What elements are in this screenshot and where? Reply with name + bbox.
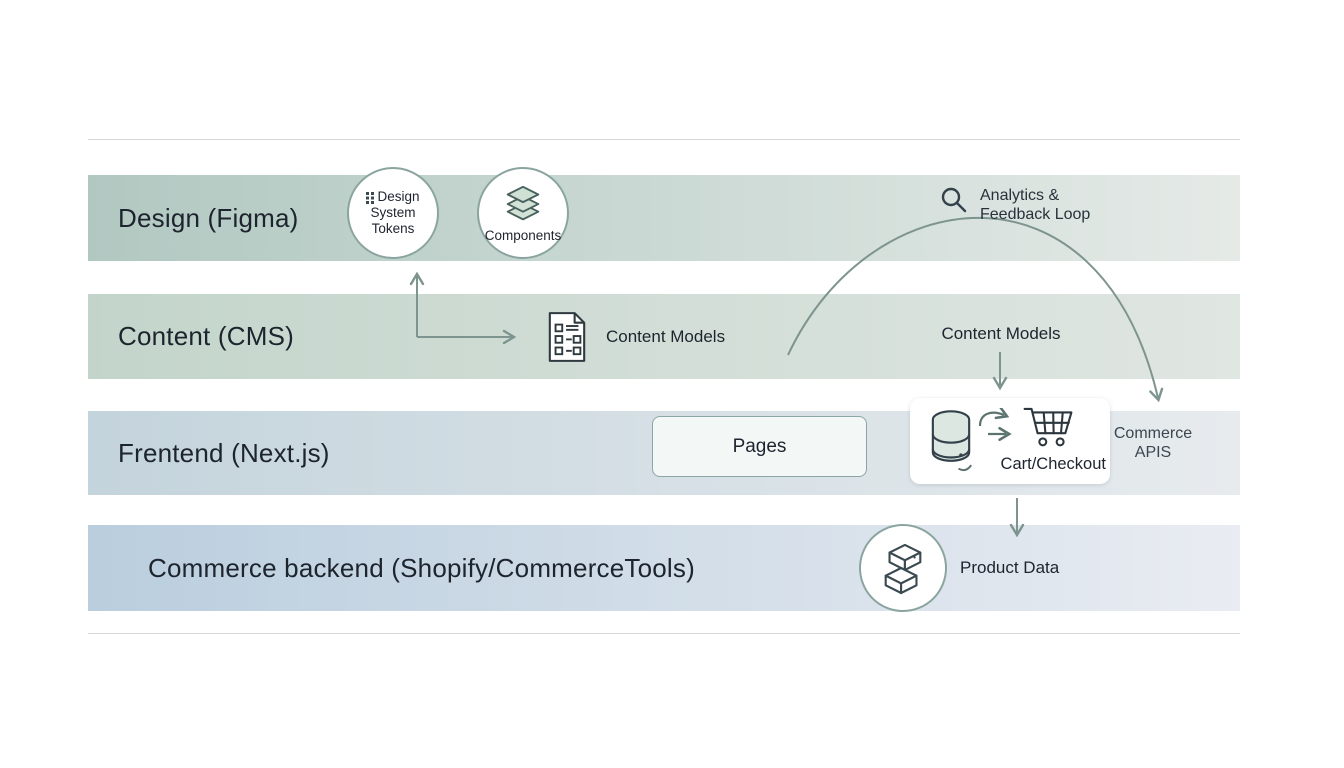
analytics-label: Analytics & Feedback Loop <box>980 186 1090 224</box>
tokens-label-line3: Tokens <box>371 221 415 236</box>
tokens-label-line2: System <box>370 205 416 220</box>
cart-checkout-label: Cart/Checkout <box>1000 455 1106 473</box>
cart-checkout-node: Cart/Checkout <box>910 398 1110 484</box>
content-models-label: Content Models <box>606 327 726 346</box>
commerce-apis-label: Commerce APIS <box>1108 424 1198 462</box>
content-models-node: Content Models <box>546 311 725 363</box>
lane-design-label: Design (Figma) <box>118 202 299 233</box>
search-icon <box>941 187 967 213</box>
analytics-label-line2: Feedback Loop <box>980 206 1091 223</box>
layers-icon <box>506 185 540 221</box>
bottom-divider <box>88 633 1240 634</box>
commerce-apis-line1: Commerce <box>1113 425 1193 442</box>
product-data-label: Product Data <box>960 558 1060 577</box>
analytics-feedback-node: Analytics & Feedback Loop <box>940 186 1090 224</box>
product-data-node <box>859 524 947 612</box>
analytics-label-line1: Analytics & <box>980 187 1060 204</box>
lane-backend: Commerce backend (Shopify/CommerceTools) <box>88 525 1240 611</box>
pages-node: Pages <box>652 416 867 477</box>
document-checklist-icon <box>548 312 586 362</box>
lane-frontend-label: Frentend (Next.js) <box>118 437 330 468</box>
tokens-grid-icon <box>366 191 375 204</box>
components-node: Components <box>477 167 569 259</box>
components-label: Components <box>484 228 562 243</box>
design-system-tokens-line1: Design <box>366 189 420 205</box>
lane-backend-label: Commerce backend (Shopify/CommerceTools) <box>148 552 695 583</box>
lane-content-label: Content (CMS) <box>118 321 294 351</box>
design-system-tokens-node: Design System Tokens <box>347 167 439 259</box>
boxes-icon <box>884 543 922 595</box>
sync-arrows-icon <box>978 408 1012 442</box>
cart-icon <box>1023 407 1073 447</box>
database-icon <box>931 410 972 472</box>
content-models-right-label: Content Models <box>941 324 1061 343</box>
top-divider <box>88 139 1240 140</box>
tokens-label-line1: Design <box>377 189 420 204</box>
pages-label: Pages <box>732 435 787 457</box>
commerce-apis-line2: APIS <box>1134 444 1172 461</box>
